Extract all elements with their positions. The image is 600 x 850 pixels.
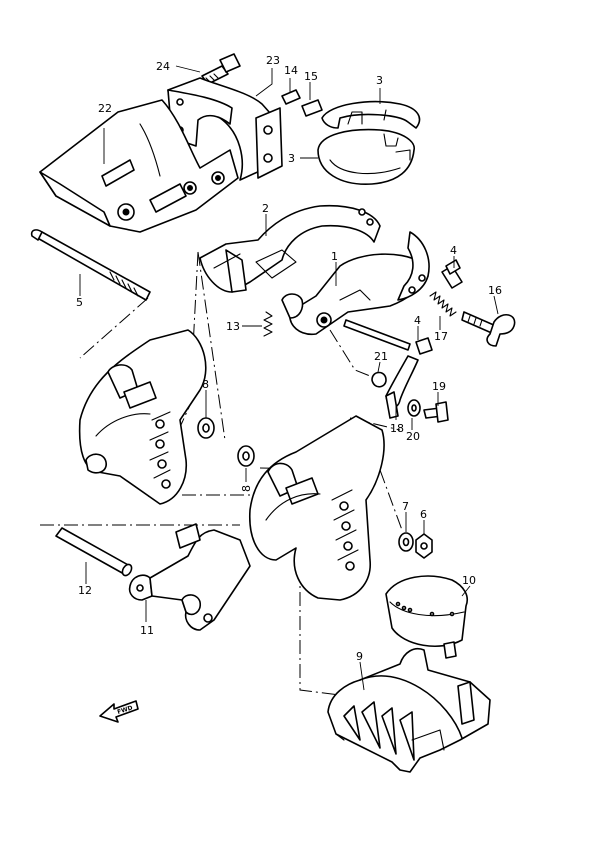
part-19-screw	[423, 401, 449, 423]
part-10-bushing	[385, 575, 468, 659]
part-12-pin	[55, 527, 133, 577]
part-9-clamp-base	[327, 648, 491, 773]
part-13-small-spring	[263, 311, 273, 337]
callout-10: 10	[462, 574, 476, 587]
callout-19: 19	[432, 380, 446, 393]
fwd-arrow-icon: FWD	[99, 700, 139, 723]
callout-23: 23	[266, 54, 280, 67]
callout-17: 17	[434, 330, 448, 343]
callout-5: 5	[76, 296, 83, 309]
callout-15: 15	[304, 70, 318, 83]
leader-lines	[79, 65, 499, 691]
callout-4-upper: 4	[450, 244, 457, 257]
part-20-washer	[407, 399, 421, 417]
callout-1: 1	[331, 250, 338, 263]
callout-11: 11	[140, 624, 154, 637]
callout-3-lower: 3	[288, 152, 295, 165]
callout-12: 12	[78, 584, 92, 597]
callout-20: 20	[406, 430, 420, 443]
part-1-swivel-bracket	[281, 231, 430, 336]
part-16-tilt-knob	[461, 311, 516, 347]
callout-3-upper: 3	[376, 74, 383, 87]
part-4-upper-screw	[441, 259, 463, 289]
callout-numbers: 1 2 3 3 4 4 5 6 7 8 8 9 10 11 12 13 14 1…	[76, 54, 502, 663]
callout-6: 6	[420, 508, 427, 521]
part-7-washer	[398, 532, 414, 552]
part-8-washer-upper	[197, 417, 215, 439]
part-4-lower-bolt	[343, 319, 433, 355]
part-3-upper-bushing	[321, 100, 421, 129]
part-5-long-bolt	[30, 229, 151, 301]
callout-18: 18	[390, 422, 404, 435]
callout-8-lower: 8	[240, 485, 253, 492]
callout-13: 13	[226, 320, 240, 333]
part-8-washer-lower	[237, 445, 255, 467]
part-22-upper-bracket	[39, 99, 239, 233]
part-17-spring	[429, 291, 457, 317]
part-11-lower-holder	[128, 523, 251, 631]
stern-bracket-left	[78, 329, 207, 505]
callout-8-upper: 8	[202, 378, 209, 391]
callout-21: 21	[374, 350, 388, 363]
part-18-tilt-lever	[385, 355, 419, 419]
part-15-pad	[301, 99, 323, 117]
callout-4-lower: 4	[414, 314, 421, 327]
part-14-pad	[281, 89, 301, 105]
part-21-spring-clip	[371, 371, 387, 388]
callout-2: 2	[262, 202, 269, 215]
fwd-label: FWD	[116, 704, 133, 716]
callout-9: 9	[356, 650, 363, 663]
stern-bracket-right	[249, 415, 385, 601]
part-6-nut	[415, 533, 433, 559]
callout-16: 16	[488, 284, 502, 297]
part-24-bolt	[201, 53, 241, 85]
callout-22: 22	[98, 102, 112, 115]
callout-14: 14	[284, 64, 298, 77]
part-2-swivel-upper	[199, 204, 381, 293]
callout-24: 24	[156, 60, 170, 73]
callout-7: 7	[402, 500, 409, 513]
part-3-lower-bushing	[317, 128, 415, 185]
